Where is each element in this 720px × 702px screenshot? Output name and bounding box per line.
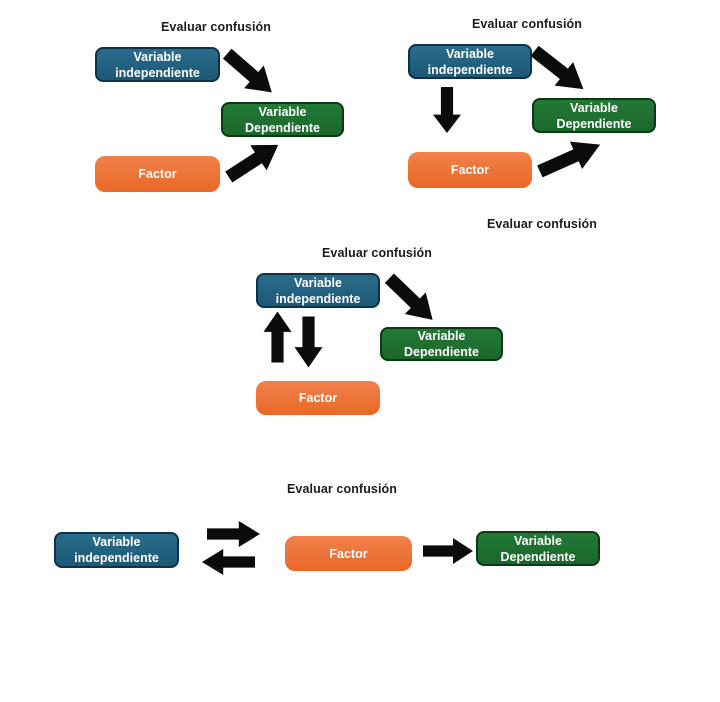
arrow-independent-to-factor [207,521,260,547]
dependent-variable-box: Variable Dependiente [532,98,656,133]
arrow-factor-to-independent [202,549,255,575]
panel-footer-title: Evaluar confusión [486,217,598,231]
arrow-independent-to-dependent [530,45,584,90]
arrow-independent-to-dependent [384,273,433,320]
arrow-factor-to-dependent [537,141,601,178]
arrow-factor-to-independent [263,311,292,363]
arrow-independent-to-dependent [222,48,272,93]
factor-box: Factor [408,152,532,188]
arrow-factor-to-dependent [423,538,473,564]
independent-variable-box: Variable independiente [256,273,380,308]
arrow-factor-to-dependent [225,144,279,183]
arrow-independent-to-factor [433,87,461,133]
factor-box: Factor [285,536,412,571]
panel-title: Evaluar confusión [321,246,433,260]
arrow-independent-to-factor [294,316,323,368]
independent-variable-box: Variable independiente [54,532,179,568]
dependent-variable-box: Variable Dependiente [476,531,600,566]
factor-box: Factor [95,156,220,192]
independent-variable-box: Variable independiente [95,47,220,82]
panel-title: Evaluar confusión [471,17,583,31]
panel-title: Evaluar confusión [160,20,272,34]
dependent-variable-box: Variable Dependiente [221,102,344,137]
dependent-variable-box: Variable Dependiente [380,327,503,361]
factor-box: Factor [256,381,380,415]
independent-variable-box: Variable independiente [408,44,532,79]
panel-title: Evaluar confusión [286,482,398,496]
